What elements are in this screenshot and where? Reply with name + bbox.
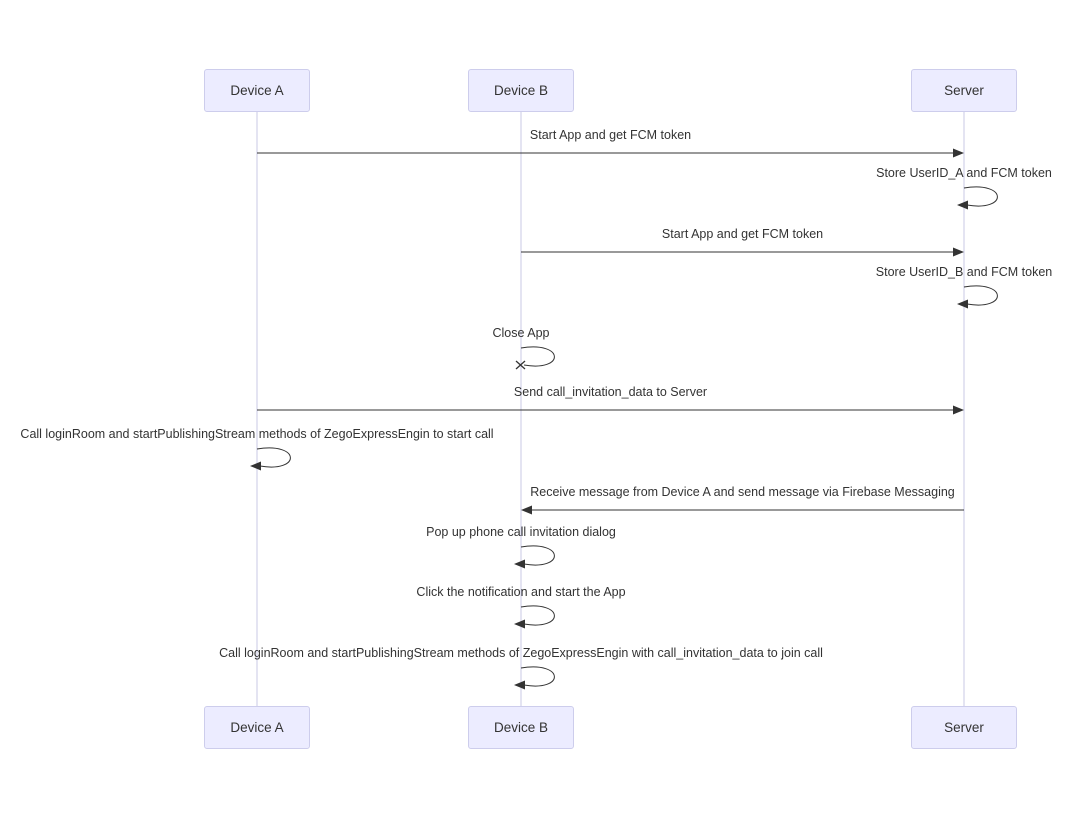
message-label: Send call_invitation_data to Server: [513, 385, 708, 399]
actor-box-bottom-device-b: Device B: [468, 706, 574, 749]
message-label: Start App and get FCM token: [661, 227, 824, 241]
message-label: Call loginRoom and startPublishingStream…: [20, 427, 494, 441]
arrowhead-icon: [953, 148, 964, 158]
arrowhead-icon: [514, 559, 525, 569]
self-loop-line: [520, 346, 555, 367]
message-label: Receive message from Device A and send m…: [530, 485, 955, 499]
actor-label: Device A: [230, 720, 284, 735]
message-label: Close App: [492, 326, 550, 340]
actor-label: Server: [944, 83, 984, 98]
self-loop-line: [963, 285, 998, 306]
self-loop-line: [520, 605, 555, 626]
arrowhead-icon: [953, 247, 964, 257]
actor-label: Server: [944, 720, 984, 735]
message-label: Call loginRoom and startPublishingStream…: [219, 646, 823, 660]
actor-box-top-device-b: Device B: [468, 69, 574, 112]
arrowhead-icon: [521, 505, 532, 515]
arrowhead-icon: [514, 619, 525, 629]
self-loop-line: [520, 666, 555, 687]
self-loop-line: [963, 186, 998, 207]
actor-label: Device B: [493, 83, 549, 98]
arrowhead-icon: [957, 299, 968, 309]
x-marker-icon: [515, 360, 526, 370]
arrowhead-icon: [250, 461, 261, 471]
self-loop-line: [520, 545, 555, 566]
actor-label: Device B: [493, 720, 549, 735]
self-loop-line: [256, 447, 291, 468]
message-label: Start App and get FCM token: [529, 128, 692, 142]
message-label: Pop up phone call invitation dialog: [426, 525, 616, 539]
arrowhead-icon: [953, 405, 964, 415]
arrowhead-icon: [514, 680, 525, 690]
actor-box-bottom-server: Server: [911, 706, 1017, 749]
actor-box-top-device-a: Device A: [204, 69, 310, 112]
message-label: Store UserID_A and FCM token: [876, 166, 1052, 180]
message-label: Store UserID_B and FCM token: [875, 265, 1053, 279]
actor-box-bottom-device-a: Device A: [204, 706, 310, 749]
message-label: Click the notification and start the App: [416, 585, 626, 599]
actor-box-top-server: Server: [911, 69, 1017, 112]
arrowhead-icon: [957, 200, 968, 210]
actor-label: Device A: [230, 83, 284, 98]
